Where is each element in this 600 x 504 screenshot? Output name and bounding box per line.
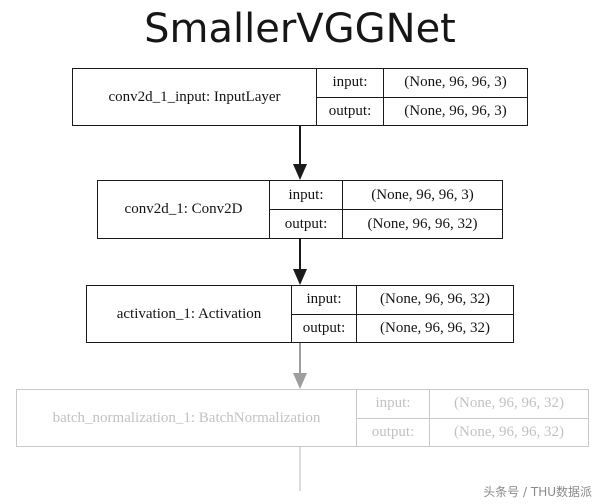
watermark-text: 头条号 / THU数据派 bbox=[483, 485, 592, 499]
node-io-row-input: input: (None, 96, 96, 32) bbox=[292, 286, 513, 315]
io-output-value: (None, 96, 96, 32) bbox=[356, 314, 513, 342]
io-input-value: (None, 96, 96, 3) bbox=[383, 69, 527, 97]
io-input-value: (None, 96, 96, 32) bbox=[429, 390, 588, 418]
edge-input-to-conv2d bbox=[293, 126, 307, 180]
node-io-row-input: input: (None, 96, 96, 3) bbox=[317, 69, 527, 98]
node-conv2d-1-input[interactable]: conv2d_1_input: InputLayer input: (None,… bbox=[72, 68, 528, 126]
node-label: batch_normalization_1: BatchNormalizatio… bbox=[52, 409, 321, 426]
io-input-label: input: bbox=[288, 186, 324, 203]
page-title: SmallerVGGNet bbox=[144, 6, 456, 52]
node-label: activation_1: Activation bbox=[116, 305, 262, 322]
node-io-table: input: (None, 96, 96, 3) output: (None, … bbox=[269, 181, 502, 238]
node-io-row-input: input: (None, 96, 96, 3) bbox=[270, 181, 502, 210]
io-output-label: output: bbox=[328, 102, 372, 119]
io-input-label: input: bbox=[306, 291, 342, 308]
io-input-label: input: bbox=[375, 395, 411, 412]
node-batch-normalization-1[interactable]: batch_normalization_1: BatchNormalizatio… bbox=[16, 389, 589, 447]
io-input-value: (None, 96, 96, 32) bbox=[356, 286, 513, 314]
node-io-table: input: (None, 96, 96, 3) output: (None, … bbox=[316, 69, 527, 125]
node-label: conv2d_1: Conv2D bbox=[124, 201, 243, 217]
io-input-label: input: bbox=[332, 74, 368, 91]
node-label: conv2d_1_input: InputLayer bbox=[108, 88, 281, 105]
node-conv2d-1[interactable]: conv2d_1: Conv2D input: (None, 96, 96, 3… bbox=[97, 180, 503, 239]
edge-batchnorm-outgoing bbox=[299, 447, 301, 491]
node-io-row-output: output: (None, 96, 96, 32) bbox=[357, 418, 588, 446]
edge-conv2d-to-activation bbox=[293, 239, 307, 285]
node-io-table: input: (None, 96, 96, 32) output: (None,… bbox=[291, 286, 513, 342]
io-output-label: output: bbox=[371, 423, 415, 440]
node-io-row-output: output: (None, 96, 96, 32) bbox=[292, 314, 513, 342]
io-output-label: output: bbox=[284, 215, 328, 232]
io-output-value: (None, 96, 96, 32) bbox=[342, 210, 502, 238]
io-output-value: (None, 96, 96, 32) bbox=[429, 418, 588, 446]
io-output-value: (None, 96, 96, 3) bbox=[383, 97, 527, 125]
node-io-table: input: (None, 96, 96, 32) output: (None,… bbox=[356, 390, 588, 446]
node-io-row-output: output: (None, 96, 96, 32) bbox=[270, 210, 502, 238]
edge-activation-to-batchnorm bbox=[293, 343, 307, 389]
node-io-row-output: output: (None, 96, 96, 3) bbox=[317, 97, 527, 125]
io-output-label: output: bbox=[302, 319, 346, 336]
node-io-row-input: input: (None, 96, 96, 32) bbox=[357, 390, 588, 419]
node-activation-1[interactable]: activation_1: Activation input: (None, 9… bbox=[86, 285, 514, 343]
io-input-value: (None, 96, 96, 3) bbox=[342, 181, 502, 209]
